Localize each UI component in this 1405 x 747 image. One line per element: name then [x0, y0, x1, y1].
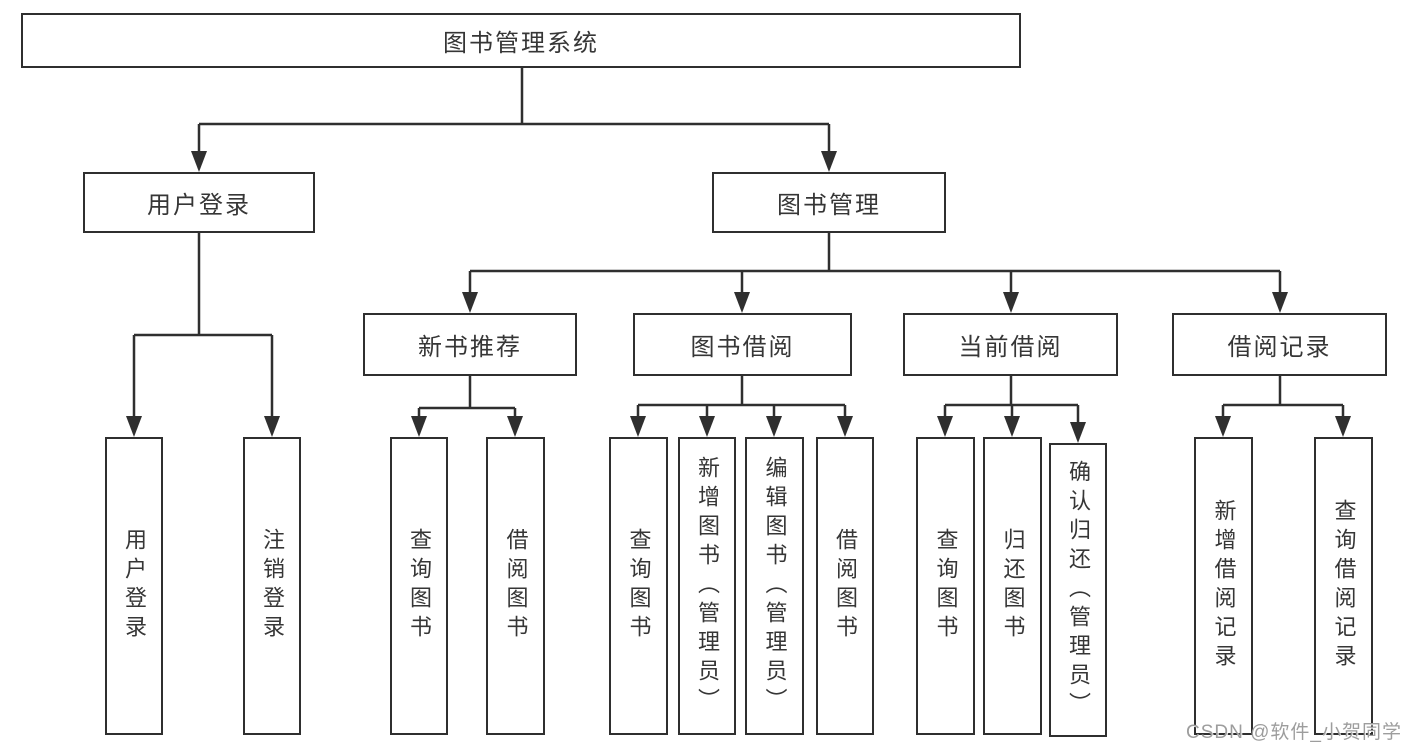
node-label: 注销登录 [260, 528, 285, 644]
leaf-user-login: 用户登录 [105, 437, 163, 735]
node-book-management: 图书管理 [712, 172, 946, 233]
node-label: 当前借阅 [958, 334, 1063, 361]
leaf-newbook-query-books: 查询图书 [390, 437, 448, 735]
node-label: 新增图书（管理员） [695, 455, 720, 717]
node-root-system: 图书管理系统 [21, 13, 1021, 68]
node-label: 借阅图书 [833, 528, 858, 644]
node-label: 借阅图书 [503, 528, 529, 644]
node-current-borrowing: 当前借阅 [903, 313, 1118, 376]
node-label: 用户登录 [122, 528, 147, 644]
leaf-borrowing-edit-books-admin: 编辑图书（管理员） [745, 437, 804, 735]
leaf-current-confirm-return-admin: 确认归还（管理员） [1049, 443, 1107, 737]
node-label: 借阅记录 [1227, 334, 1332, 361]
node-new-book-recommendation: 新书推荐 [363, 313, 577, 376]
leaf-borrowing-query-books: 查询图书 [609, 437, 668, 735]
node-label: 图书管理 [777, 192, 881, 219]
node-label: 图书借阅 [690, 334, 795, 361]
node-label: 新书推荐 [418, 334, 522, 361]
leaf-current-return-books: 归还图书 [983, 437, 1042, 735]
node-book-borrowing: 图书借阅 [633, 313, 852, 376]
watermark-text: CSDN @软件_小贺同学 [1186, 722, 1402, 743]
leaf-current-query-books: 查询图书 [916, 437, 975, 735]
node-label: 查询借阅记录 [1331, 499, 1357, 673]
node-label: 确认归还（管理员） [1066, 459, 1091, 721]
leaf-borrowing-add-books-admin: 新增图书（管理员） [678, 437, 736, 735]
leaf-records-add-borrow-record: 新增借阅记录 [1194, 437, 1253, 735]
leaf-borrowing-borrow-books: 借阅图书 [816, 437, 874, 735]
node-label: 图书管理系统 [443, 30, 599, 57]
node-label: 查询图书 [407, 528, 432, 644]
node-label: 新增借阅记录 [1211, 499, 1237, 673]
node-user-login: 用户登录 [83, 172, 315, 233]
node-label: 用户登录 [147, 192, 251, 219]
node-label: 编辑图书（管理员） [762, 455, 788, 717]
node-label: 归还图书 [1000, 528, 1026, 644]
node-label: 查询图书 [626, 528, 652, 644]
node-label: 查询图书 [933, 528, 959, 644]
leaf-newbook-borrow-books: 借阅图书 [486, 437, 545, 735]
leaf-logout-login: 注销登录 [243, 437, 301, 735]
arrowheads [126, 151, 1351, 443]
node-borrowing-records: 借阅记录 [1172, 313, 1387, 376]
leaf-records-query-borrow-record: 查询借阅记录 [1314, 437, 1373, 735]
